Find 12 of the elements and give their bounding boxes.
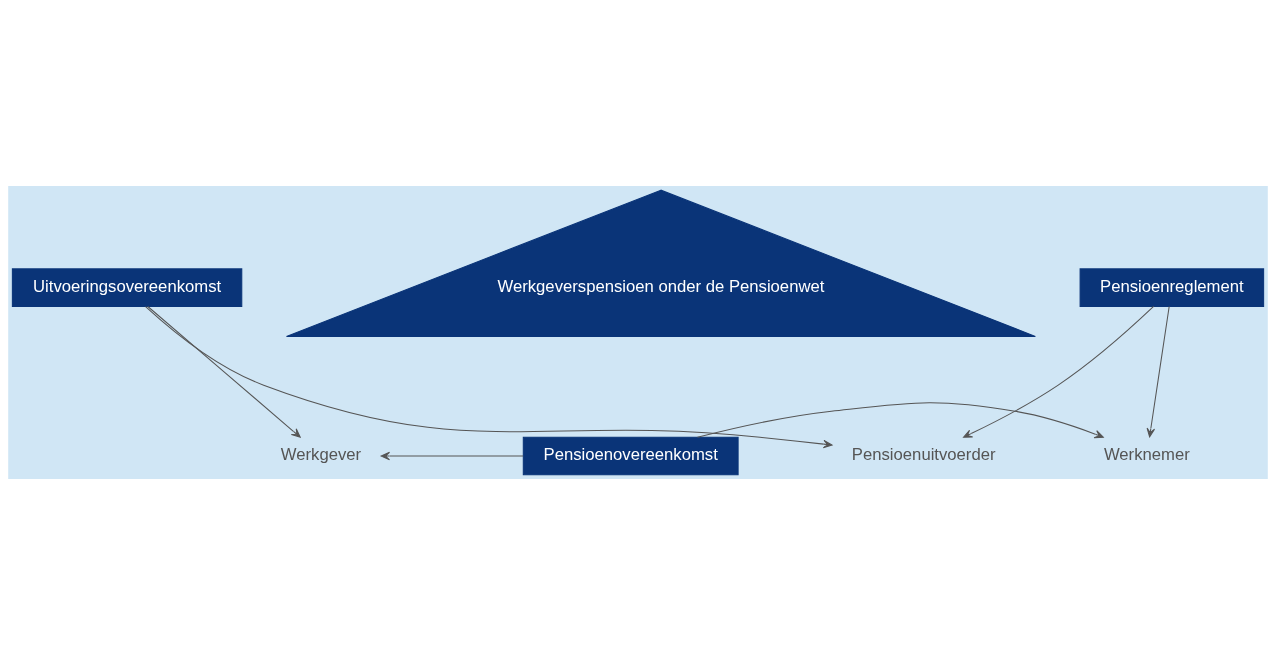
node-text: Werknemer bbox=[1103, 444, 1190, 464]
node-box: Pensioenovereenkomst bbox=[522, 436, 739, 475]
arrow bbox=[380, 451, 524, 460]
arrow bbox=[963, 305, 1155, 438]
node-text: Pensioenuitvoerder bbox=[851, 444, 996, 464]
node-box: Pensioenreglement bbox=[1079, 267, 1265, 307]
arrow bbox=[145, 305, 833, 448]
node-text: Werkgever bbox=[280, 444, 362, 464]
node-box: Uitvoeringsovereenkomst bbox=[11, 267, 243, 307]
arrow bbox=[696, 401, 1104, 438]
arrow bbox=[147, 305, 301, 438]
arrow bbox=[1146, 305, 1170, 437]
